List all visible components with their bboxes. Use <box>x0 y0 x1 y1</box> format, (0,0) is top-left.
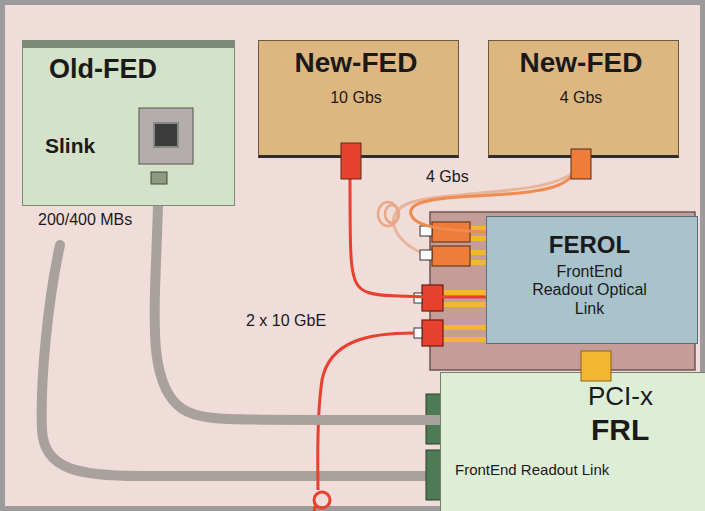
slink-cable <box>42 245 428 476</box>
frl-board: FRL FrontEnd Readout Link <box>440 372 705 511</box>
ferol-board: FEROL FrontEnd Readout Optical Link <box>486 216 698 344</box>
sfp-plug <box>571 149 591 179</box>
gold-contacts <box>442 226 486 342</box>
connector-name: Slink <box>45 134 135 158</box>
frame <box>3 3 703 509</box>
slink-port <box>154 123 178 147</box>
new-fed-card: New-FED 4 Gbs <box>488 40 679 158</box>
old-fed-card: Old-FED Slink <box>22 40 235 206</box>
link-label: 2 x 10 GbE <box>244 312 328 330</box>
sfp-latch <box>414 328 422 338</box>
bus-label: PCI-x <box>586 382 655 412</box>
sfp-plug <box>422 320 443 346</box>
optical-fiber <box>350 158 486 297</box>
fiber-coil <box>385 205 399 223</box>
sfp-plug <box>432 246 470 266</box>
pci-connector <box>581 351 611 381</box>
card-title: Old-FED <box>49 54 229 85</box>
board-title: FRL <box>591 413 691 448</box>
new-fed-card: New-FED 10 Gbs <box>258 40 459 158</box>
sfp-plug <box>341 143 361 179</box>
board-description: FrontEnd Readout Optical Link <box>527 263 652 318</box>
board-title: FEROL <box>487 231 692 259</box>
fiber-coil <box>378 202 398 226</box>
edge-label: 4 Gbs <box>424 168 471 186</box>
card-title: New-FED <box>489 47 673 79</box>
board-description: FrontEnd Readout Link <box>455 461 695 478</box>
card-title: New-FED <box>259 47 453 79</box>
bandwidth-label: 200/400 MBs <box>36 211 134 229</box>
link-speed: 10 Gbs <box>259 89 453 107</box>
slink-cable <box>155 206 440 420</box>
ethernet-fiber <box>314 504 316 511</box>
node-decoration <box>441 373 705 511</box>
slink-stub <box>151 172 167 184</box>
ethernet-fiber <box>318 333 414 490</box>
slink-connector <box>139 108 193 164</box>
link-speed: 4 Gbs <box>489 89 673 107</box>
sfp-latch <box>420 250 432 260</box>
